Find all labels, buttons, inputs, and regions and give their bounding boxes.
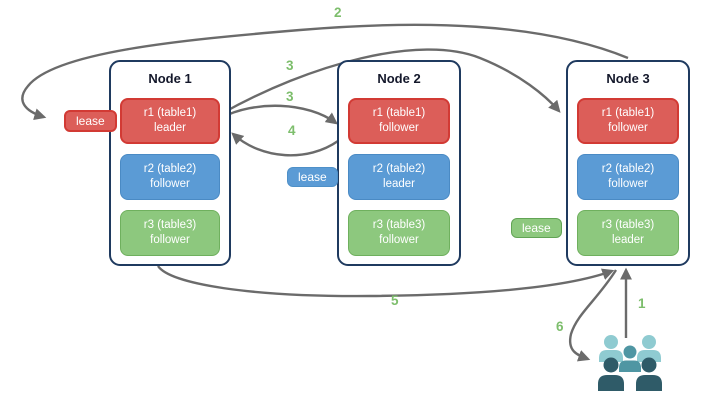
replica-role: follower xyxy=(150,178,190,190)
arrow-step-6 xyxy=(568,269,618,362)
replica-r2-node2: r2 (table2) leader xyxy=(348,154,450,200)
replica-role: leader xyxy=(612,234,644,246)
replica-r3-node2: r3 (table3) follower xyxy=(348,210,450,256)
arrow-step-4 xyxy=(231,132,339,157)
replica-role: follower xyxy=(379,234,419,246)
step-label-2: 2 xyxy=(334,5,342,20)
step-label-3a: 3 xyxy=(286,58,294,73)
replica-name: r2 (table2) xyxy=(372,163,426,176)
replica-r2-node3: r2 (table2) follower xyxy=(577,154,679,200)
lease-label-green: lease xyxy=(511,218,562,238)
node-1: Node 1 r1 (table1) leader r2 (table2) fo… xyxy=(109,60,231,266)
arrow-step-2 xyxy=(21,23,629,120)
replica-role: follower xyxy=(608,178,648,190)
replica-role: follower xyxy=(608,122,648,134)
step-label-6: 6 xyxy=(556,319,564,334)
user-front-left xyxy=(598,357,624,391)
replica-role: follower xyxy=(379,122,419,134)
node-2-title: Node 2 xyxy=(377,71,421,86)
user-back-right xyxy=(637,335,661,362)
replica-name: r2 (table2) xyxy=(143,163,197,176)
replica-role: follower xyxy=(150,234,190,246)
step-label-1: 1 xyxy=(638,296,646,311)
replica-r1-node1: r1 (table1) leader xyxy=(120,98,220,144)
replica-name: r3 (table3) xyxy=(372,219,426,232)
lease-label-blue: lease xyxy=(287,167,338,187)
replica-name: r2 (table2) xyxy=(601,163,655,176)
replica-r1-node2: r1 (table1) follower xyxy=(348,98,450,144)
replica-name: r1 (table1) xyxy=(143,107,197,120)
replica-r3-node1: r3 (table3) follower xyxy=(120,210,220,256)
replica-name: r3 (table3) xyxy=(143,219,197,232)
node-1-title: Node 1 xyxy=(148,71,192,86)
step-label-5: 5 xyxy=(391,293,399,308)
step-label-4: 4 xyxy=(288,123,296,138)
arrow-step-3-to-node2 xyxy=(220,104,338,125)
step-label-3b: 3 xyxy=(286,89,294,104)
replica-name: r1 (table1) xyxy=(372,107,426,120)
arrow-step-3-to-node3 xyxy=(220,48,561,116)
user-middle xyxy=(619,345,641,372)
replica-r3-node3: r3 (table3) leader xyxy=(577,210,679,256)
replica-name: r3 (table3) xyxy=(601,219,655,232)
user-front-right xyxy=(636,357,662,391)
replica-name: r1 (table1) xyxy=(601,107,655,120)
replica-r1-node3: r1 (table1) follower xyxy=(577,98,679,144)
node-3-title: Node 3 xyxy=(606,71,650,86)
replica-r2-node1: r2 (table2) follower xyxy=(120,154,220,200)
node-3: Node 3 r1 (table1) follower r2 (table2) … xyxy=(566,60,690,266)
users-icon xyxy=(598,335,662,391)
node-2: Node 2 r1 (table1) follower r2 (table2) … xyxy=(337,60,461,266)
user-back-left xyxy=(599,335,623,362)
replica-role: leader xyxy=(154,122,186,134)
replica-role: leader xyxy=(383,178,415,190)
lease-label-red: lease xyxy=(64,110,117,132)
arrow-step-5 xyxy=(157,265,615,298)
